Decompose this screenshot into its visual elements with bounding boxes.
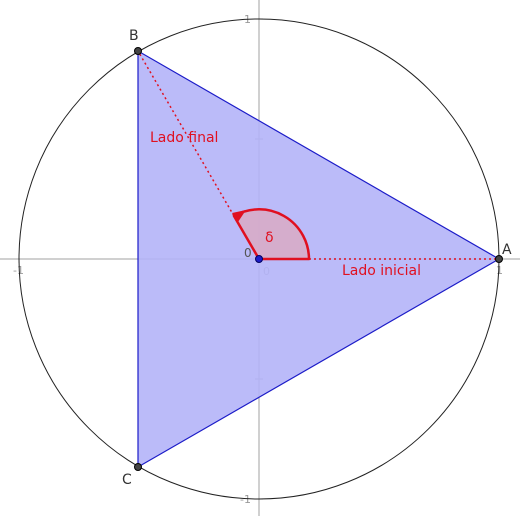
angle-delta-label: δ (265, 230, 274, 246)
point-c[interactable] (134, 463, 142, 471)
origin-point[interactable] (255, 255, 263, 263)
x-tick-label-neg1: -1 (13, 264, 24, 277)
point-b-label: B (129, 28, 139, 44)
final-side-label: Lado final (150, 130, 218, 146)
angle-arrowhead (232, 210, 246, 222)
initial-side-label: Lado inicial (342, 263, 421, 279)
point-c-label: C (122, 472, 132, 488)
point-a[interactable] (495, 255, 503, 263)
y-tick-label-neg1: -1 (240, 493, 251, 506)
origin-label: 0 (244, 246, 252, 260)
triangle-abc (137, 49, 501, 469)
point-a-label: A (502, 242, 512, 258)
x-tick-label-1: 1 (496, 264, 503, 277)
point-b[interactable] (134, 47, 142, 55)
